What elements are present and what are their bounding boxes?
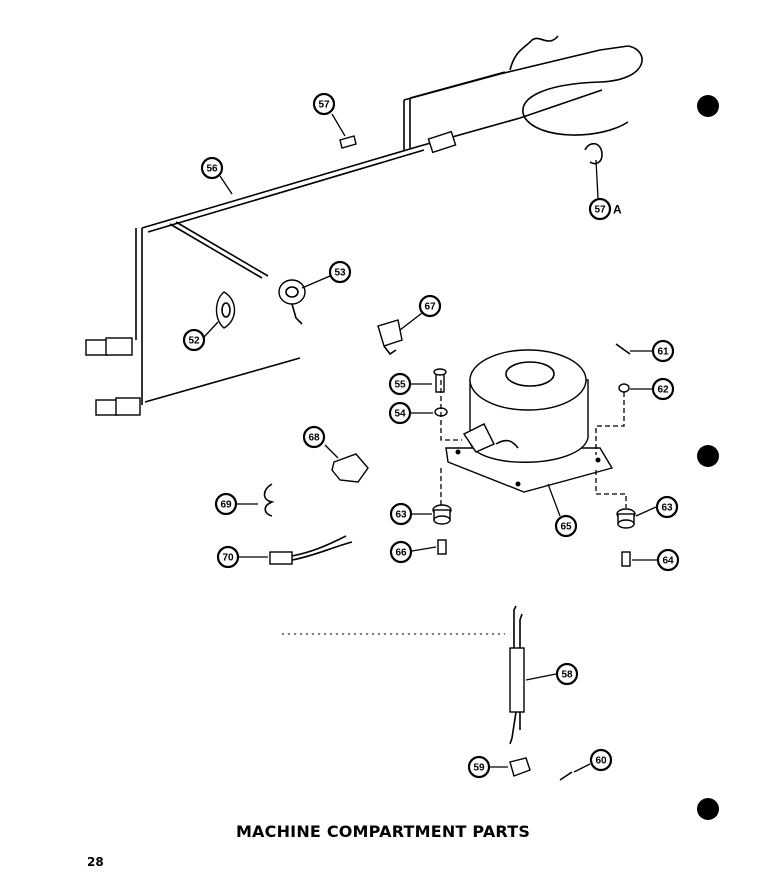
washer-62 [618,383,630,393]
callout-55: 55 [388,372,412,396]
svg-text:69: 69 [220,500,232,511]
sleeve-66 [437,539,447,555]
callout-56: 56 [200,156,224,180]
callout-54: 54 [388,401,412,425]
callout-58: 58 [555,662,579,686]
callout-57a: 57 A [588,197,622,221]
grommet-59 [509,757,531,777]
svg-text:52: 52 [188,336,200,347]
svg-text:55: 55 [394,380,406,391]
callout-70: 70 [216,545,240,569]
svg-text:58: 58 [561,670,573,681]
overload-protector-53 [278,279,306,325]
svg-text:62: 62 [657,385,669,396]
clip-69 [263,483,275,517]
callout-64: 64 [656,548,680,572]
callout-65: 65 [554,514,578,538]
svg-text:A: A [613,203,622,217]
svg-text:61: 61 [657,347,669,358]
page-title: MACHINE COMPARTMENT PARTS [235,822,531,841]
sleeve-64 [621,551,631,567]
binder-hole-bottom [697,798,719,820]
clip-52 [215,291,236,329]
page-number: 28 [87,855,104,869]
leader-lines [203,113,657,773]
wire-clip-57a [584,142,603,165]
svg-text:66: 66 [395,548,407,559]
svg-text:65: 65 [560,522,572,533]
wiring-harness [135,35,643,405]
drier-58 [509,605,525,745]
grommet-63-right [616,508,636,529]
svg-text:56: 56 [206,164,218,175]
callout-62: 62 [651,377,675,401]
svg-text:67: 67 [424,302,436,313]
compressor-65 [445,349,614,493]
callout-57: 57 [312,92,336,116]
callout-61: 61 [651,339,675,363]
harness-connectors [85,337,141,416]
grommet-63-left [432,504,452,525]
callout-63-right: 63 [655,495,679,519]
bolt-55 [433,368,447,393]
svg-text:59: 59 [473,763,485,774]
callout-67: 67 [418,294,442,318]
relay-67 [377,319,403,356]
svg-text:54: 54 [394,409,406,420]
svg-text:68: 68 [308,433,320,444]
wire-clip-57 [339,135,357,149]
mount-guide-lines [440,380,627,508]
callout-59: 59 [467,755,491,779]
svg-text:53: 53 [334,268,346,279]
screw-61 [615,343,631,355]
callout-53: 53 [328,260,352,284]
binder-hole-top [697,95,719,117]
screw-60 [559,771,573,781]
svg-text:63: 63 [661,503,673,514]
callout-68: 68 [302,425,326,449]
cord-70 [269,535,353,565]
callout-66: 66 [389,540,413,564]
callout-52: 52 [182,328,206,352]
svg-text:64: 64 [662,556,674,567]
svg-text:57: 57 [594,205,606,216]
svg-text:63: 63 [395,510,407,521]
svg-text:60: 60 [595,756,607,767]
callout-63-left: 63 [389,502,413,526]
callout-60: 60 [589,748,613,772]
cover-68 [331,453,369,483]
callout-69: 69 [214,492,238,516]
binder-hole-middle [697,445,719,467]
svg-text:57: 57 [318,100,330,111]
svg-text:70: 70 [222,553,234,564]
